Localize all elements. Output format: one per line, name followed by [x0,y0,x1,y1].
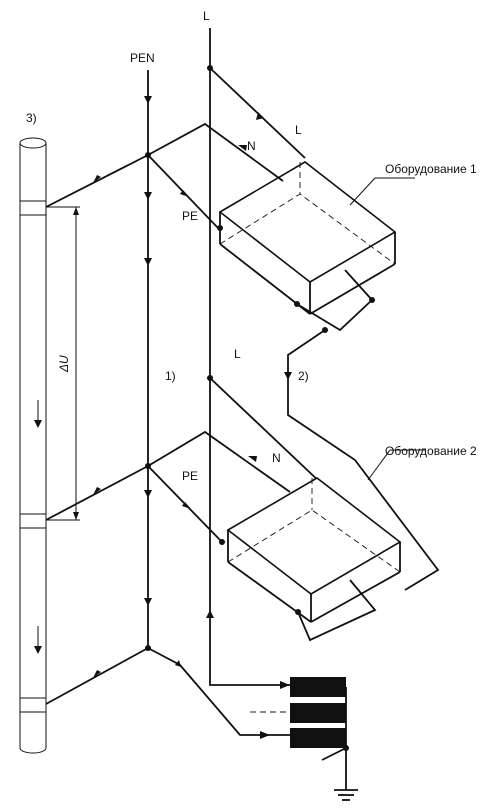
equipment-2-leader-2 [367,449,391,481]
equipment-2-wiring [147,430,377,642]
label-equipment-2: Оборудование 2 [385,444,477,458]
phase-conductor-l [206,28,324,689]
equipment-2-box [226,477,402,623]
pipe-band-1 [19,200,47,216]
pipe-band-3 [19,697,47,713]
label-l-middle: L [234,347,241,361]
metal-pipe [19,137,47,754]
delta-u-dimension [46,206,80,521]
label-pipe-marker: 3) [26,111,37,125]
equipment-1-leader-2 [349,177,376,206]
label-equipment-1: Оборудование 1 [385,162,477,176]
earthing-block [250,677,358,801]
flow-arrow-icon [34,420,42,428]
pen-conductor [45,70,290,739]
ground-icon [334,789,358,801]
label-pe-upper: PE [182,209,198,223]
flow-arrow-icon [34,646,42,654]
label-l-upper: L [295,123,302,137]
equipment-1-wiring [147,122,440,591]
label-pe-lower: PE [182,469,198,483]
label-phase-top: L [203,9,210,23]
label-marker-2: 2) [298,369,309,383]
label-n-lower: N [272,451,281,465]
label-pen: PEN [130,51,155,65]
pipe-band-2 [19,513,47,529]
label-marker-1: 1) [165,369,176,383]
label-delta-u: ΔU [57,355,71,373]
label-n-upper: N [247,139,256,153]
